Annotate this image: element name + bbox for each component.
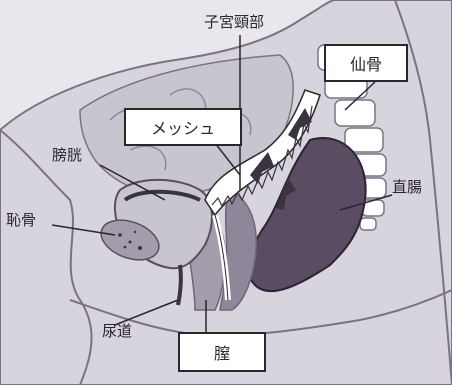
label-vagina: 膣 [178,332,266,372]
label-urethra: 尿道 [102,324,132,339]
label-bladder: 膀胱 [52,148,82,163]
label-rectum: 直腸 [392,180,422,195]
label-mesh: メッシュ [124,108,242,146]
label-sacrum: 仙骨 [324,44,408,82]
label-pubic-bone: 恥骨 [6,213,36,228]
label-cervix: 子宮頸部 [204,15,264,30]
